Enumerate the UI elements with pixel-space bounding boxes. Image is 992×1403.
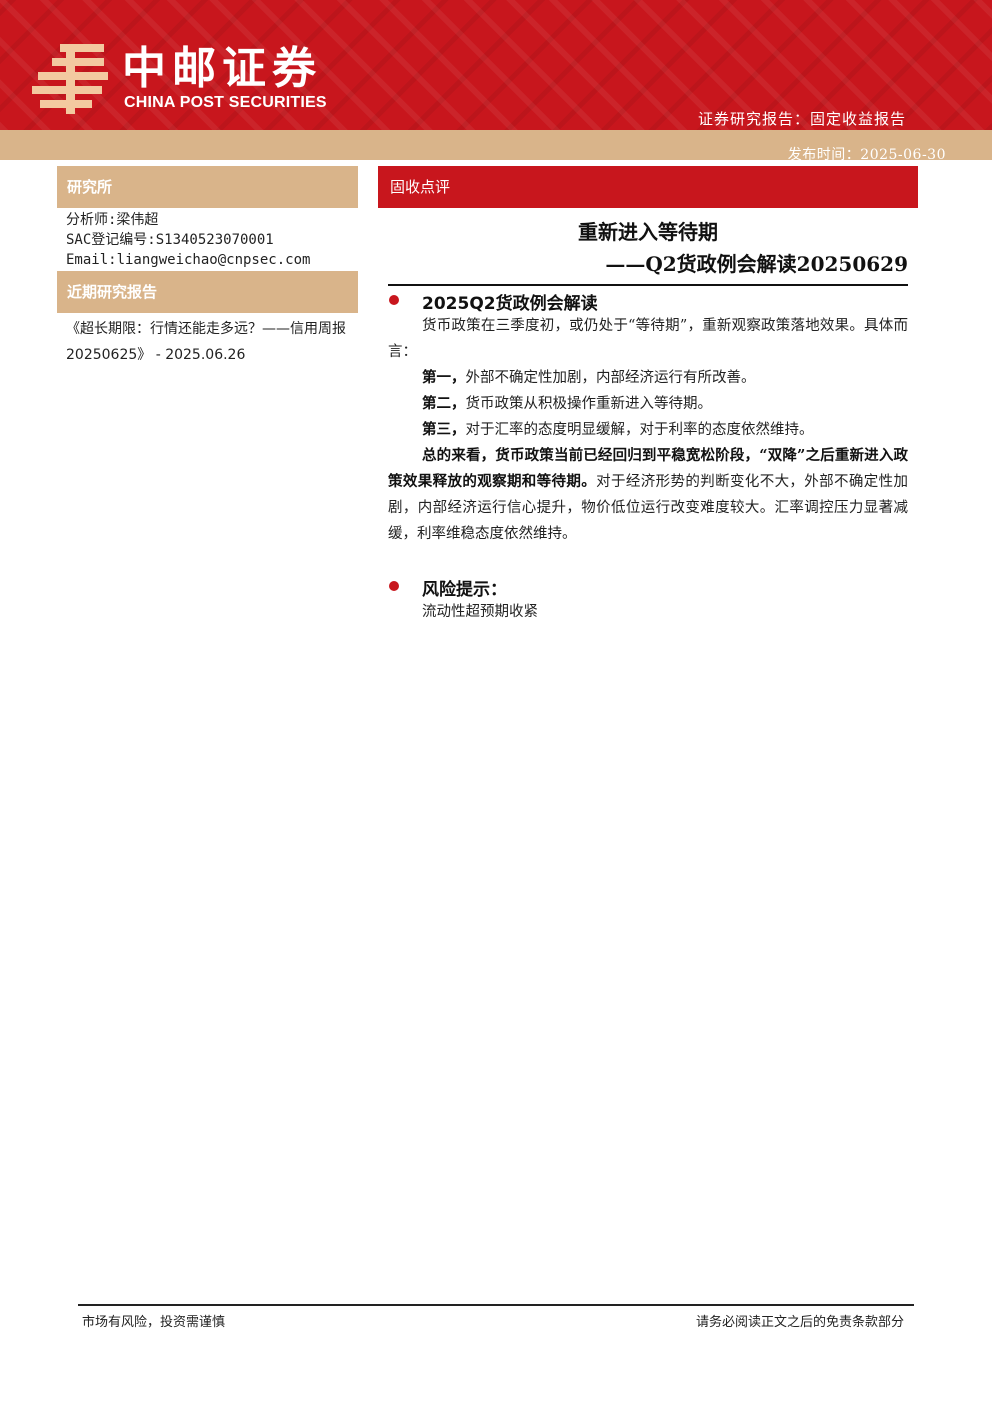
summary-bold: 总的来看，货币政策当前已经回归到平稳宽松阶段，“双降”之后重新进入政策效果释放的…	[388, 447, 908, 490]
header-banner: 中邮证券 CHINA POST SECURITIES 证券研究报告：固定收益报告	[0, 0, 992, 130]
report-subtitle: ——Q2货政例会解读20250629	[605, 252, 908, 276]
sac-number: SAC登记编号:S1340523070001	[66, 232, 274, 248]
footer-disclaimer-note: 请务必阅读正文之后的免责条款部分	[695, 1315, 904, 1330]
analyst-email[interactable]: Email:liangweichao@cnpsec.com	[66, 252, 311, 268]
point-one-label: 第一，	[422, 369, 466, 386]
point-one: 第一，外部不确定性加剧，内部经济运行有所改善。	[388, 365, 908, 391]
point-two: 第二，货币政策从积极操作重新进入等待期。	[388, 391, 908, 417]
intro-paragraph: 货币政策在三季度初，或仍处于“等待期”，重新观察政策落地效果。具体而言：	[388, 318, 908, 360]
recent-report-link[interactable]: 《超长期限：行情还能走多远？——信用周报20250625》 - 2025.06.…	[66, 321, 346, 363]
section-title-review: 2025Q2货政例会解读	[422, 294, 598, 314]
recent-reports-heading: 近期研究报告	[57, 271, 358, 313]
point-three: 第三，对于汇率的态度明显缓解，对于利率的态度依然维持。	[388, 417, 908, 443]
report-title: 重新进入等待期	[578, 220, 718, 244]
china-post-logo-icon	[32, 44, 108, 114]
footer-risk-note: 市场有风险，投资需谨慎	[82, 1315, 226, 1330]
section-body: 货币政策在三季度初，或仍处于“等待期”，重新观察政策落地效果。具体而言： 第一，…	[388, 313, 908, 547]
analyst-name: 分析师:梁伟超	[66, 212, 159, 228]
title-divider	[388, 284, 908, 286]
point-three-label: 第三，	[422, 421, 466, 438]
summary-paragraph: 总的来看，货币政策当前已经回归到平稳宽松阶段，“双降”之后重新进入政策效果释放的…	[388, 443, 908, 547]
point-one-text: 外部不确定性加剧，内部经济运行有所改善。	[465, 370, 756, 386]
risk-text: 流动性超预期收紧	[422, 604, 538, 620]
company-name-cn: 中邮证券	[122, 43, 322, 94]
section-title-risk: 风险提示：	[422, 580, 507, 600]
section-bullet-icon	[389, 295, 399, 305]
summary-text: 对于经济形势的判断变化不大，外部不确定性加剧，内部经济运行信心提升，物价低位运行…	[388, 474, 909, 542]
publish-date: 发布时间：2025-06-30	[787, 147, 946, 163]
report-type: 证券研究报告：固定收益报告	[697, 110, 906, 128]
risk-bullet-icon	[389, 581, 399, 591]
point-three-text: 对于汇率的态度明显缓解，对于利率的态度依然维持。	[465, 422, 814, 438]
point-two-label: 第二，	[422, 395, 466, 412]
point-two-text: 货币政策从积极操作重新进入等待期。	[465, 396, 713, 412]
category-bar: 固收点评	[378, 166, 918, 208]
company-name-en: CHINA POST SECURITIES	[124, 94, 327, 111]
footer-divider	[78, 1304, 914, 1306]
date-band	[0, 130, 992, 160]
research-institute-heading: 研究所	[57, 166, 358, 208]
